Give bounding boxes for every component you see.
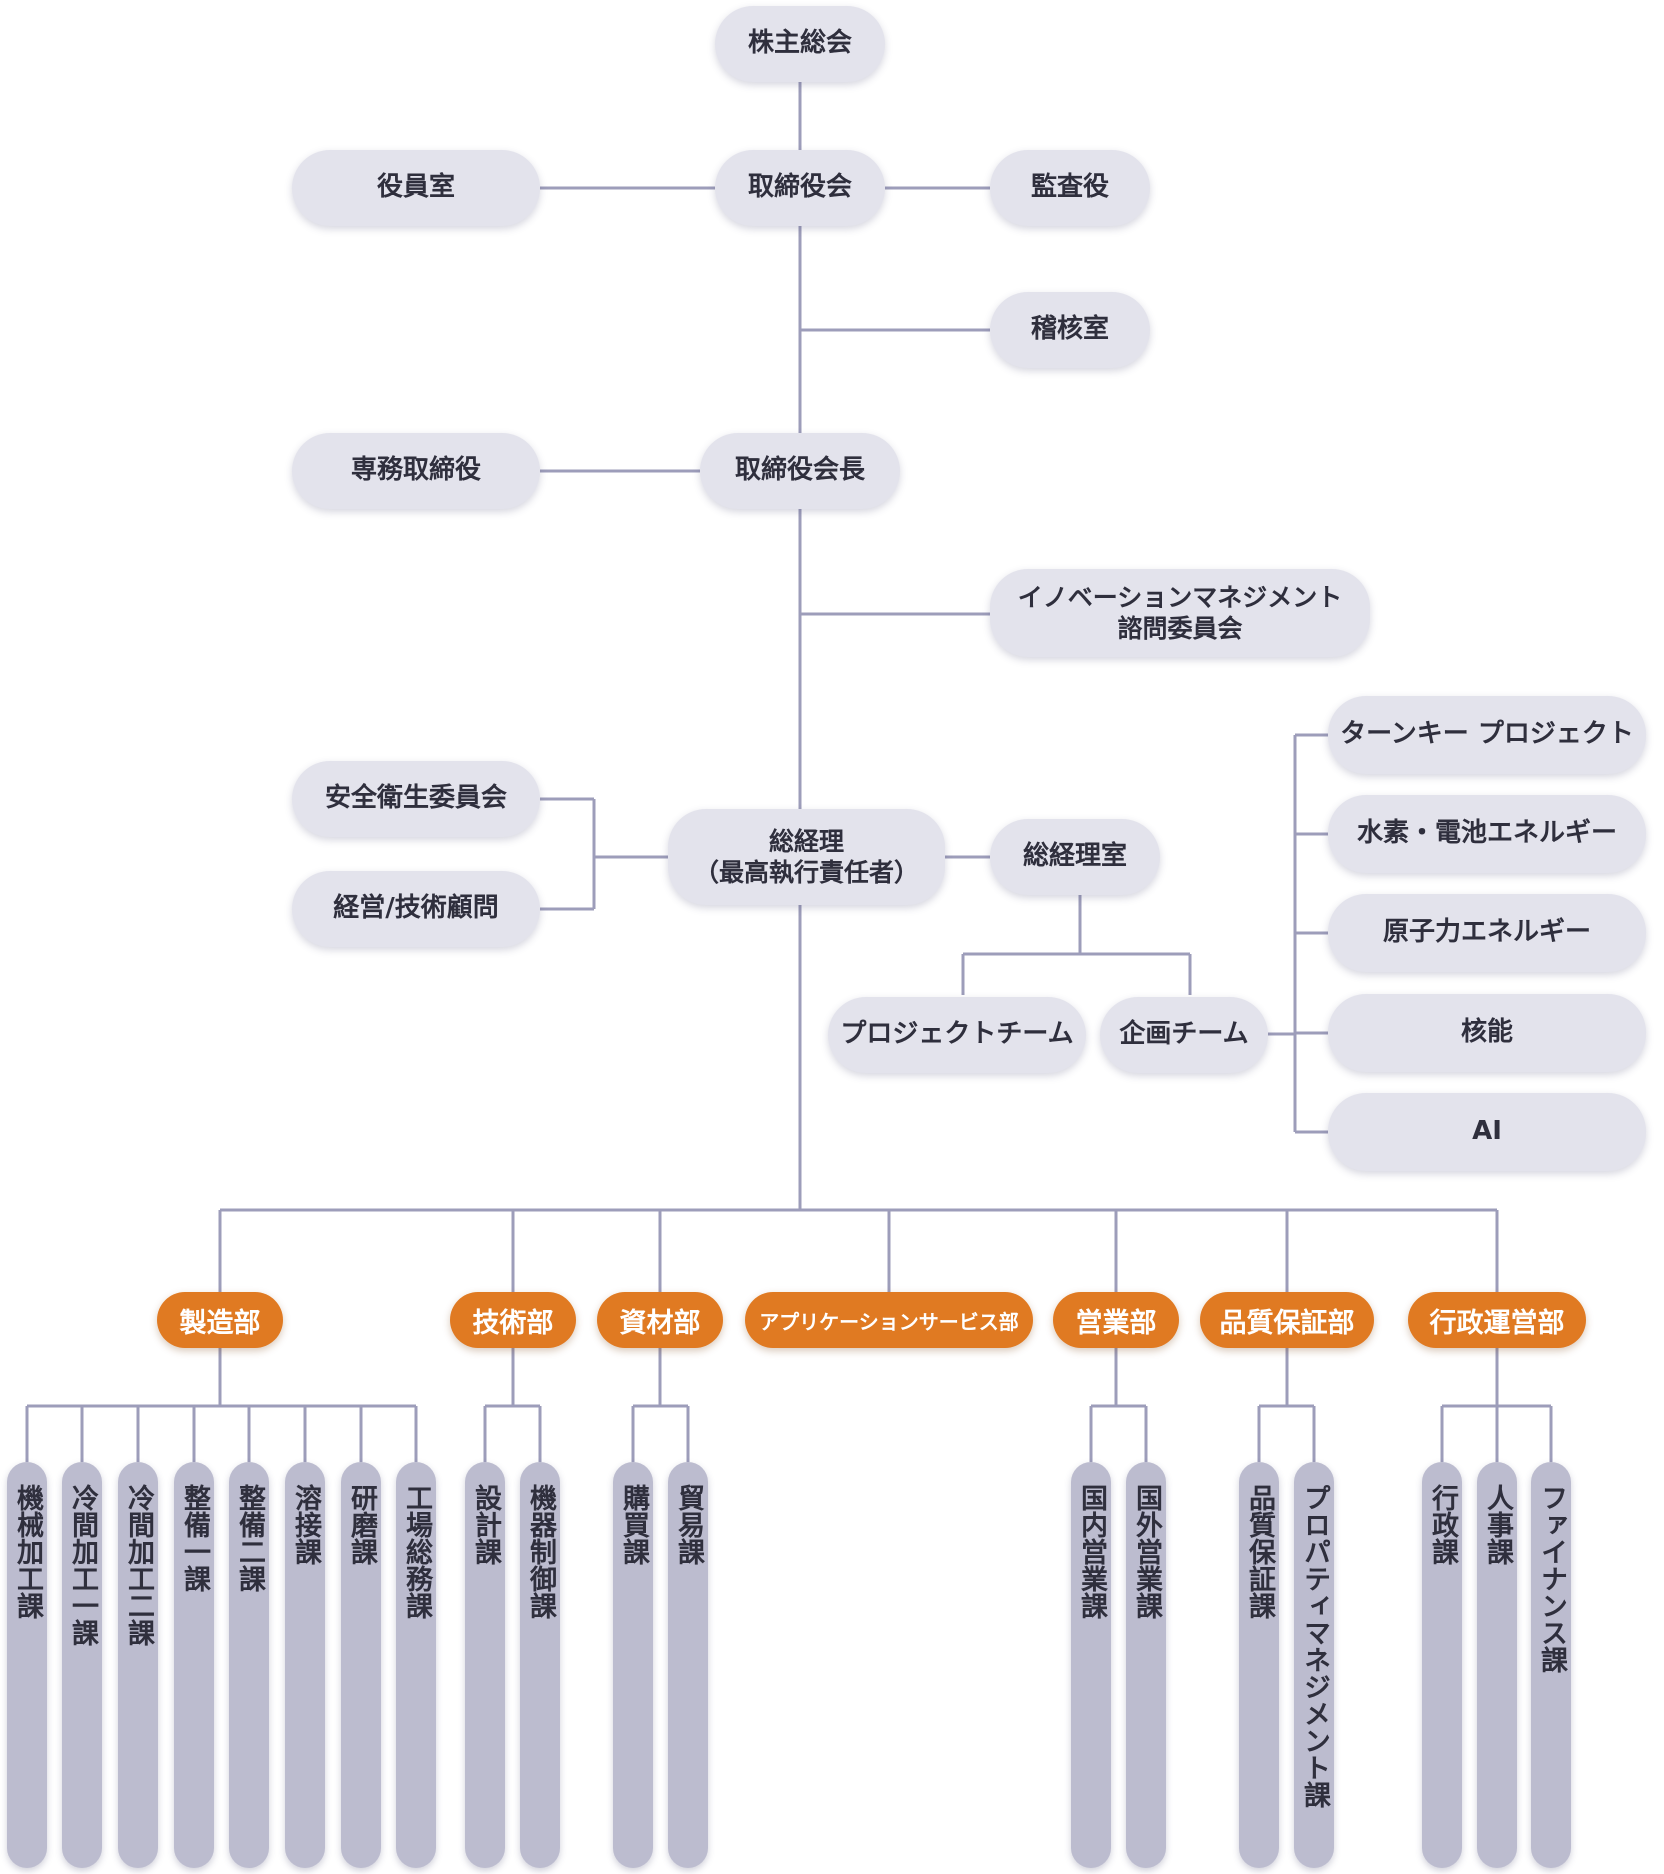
section-overseas-sales: 国外営業課 — [1126, 1462, 1166, 1868]
innovation-committee-node: イノベーションマネジメント 諮問委員会 — [990, 569, 1370, 657]
advisors-node: 経営/技術顧問 — [292, 871, 540, 947]
section-equipment-control: 機器制御課 — [520, 1462, 560, 1868]
sales-dept: 営業部 — [1053, 1292, 1179, 1348]
officers-office-node: 役員室 — [292, 150, 540, 226]
materials-dept: 資材部 — [597, 1292, 723, 1348]
ai-node: AI — [1328, 1093, 1646, 1171]
section-machining: 機械加工課 — [7, 1462, 47, 1868]
section-administration: 行政課 — [1422, 1462, 1462, 1868]
fusion-node: 核能 — [1328, 994, 1646, 1072]
ceo-office-node: 総経理室 — [990, 819, 1160, 895]
section-quality-assurance: 品質保証課 — [1239, 1462, 1279, 1868]
section-cold-work-2: 冷間加工二課 — [118, 1462, 158, 1868]
section-maintenance-2: 整備二課 — [229, 1462, 269, 1868]
administration-dept: 行政運営部 — [1408, 1292, 1586, 1348]
shareholders-meeting-node: 株主総会 — [715, 6, 885, 82]
safety-committee-node: 安全衛生委員会 — [292, 761, 540, 837]
section-purchasing: 購買課 — [613, 1462, 653, 1868]
section-finance: ファイナンス課 — [1531, 1462, 1571, 1868]
internal-audit-node: 稽核室 — [990, 292, 1150, 368]
section-cold-work-1: 冷間加工一課 — [62, 1462, 102, 1868]
board-of-directors-node: 取締役会 — [715, 150, 885, 226]
manufacturing-dept: 製造部 — [157, 1292, 283, 1348]
project-team-node: プロジェクトチーム — [828, 997, 1086, 1073]
section-maintenance-1: 整備一課 — [174, 1462, 214, 1868]
section-factory-affairs: 工場総務課 — [396, 1462, 436, 1868]
section-welding: 溶接課 — [285, 1462, 325, 1868]
turnkey-project-node: ターンキー プロジェクト — [1328, 696, 1646, 774]
ceo-node: 総経理 （最高執行責任者） — [668, 809, 945, 905]
section-polishing: 研磨課 — [341, 1462, 381, 1868]
chairman-node: 取締役会長 — [700, 433, 900, 509]
auditor-node: 監査役 — [990, 150, 1150, 226]
hydrogen-battery-node: 水素・電池エネルギー — [1328, 795, 1646, 873]
nuclear-energy-node: 原子力エネルギー — [1328, 894, 1646, 972]
quality-assurance-dept: 品質保証部 — [1200, 1292, 1374, 1348]
innovation-committee-line1: イノベーションマネジメント — [1017, 582, 1343, 612]
ceo-subtitle: （最高執行責任者） — [693, 858, 919, 887]
section-property-management: プロパティマネジメント課 — [1294, 1462, 1334, 1868]
application-service-dept: アプリケーションサービス部 — [745, 1292, 1033, 1348]
innovation-committee-line2: 諮問委員会 — [1117, 614, 1243, 643]
section-human-resources: 人事課 — [1477, 1462, 1517, 1868]
section-design: 設計課 — [465, 1462, 505, 1868]
ceo-title: 総経理 — [768, 826, 844, 856]
section-trade: 貿易課 — [668, 1462, 708, 1868]
managing-director-node: 専務取締役 — [292, 433, 540, 509]
planning-team-node: 企画チーム — [1100, 997, 1268, 1073]
engineering-dept: 技術部 — [450, 1292, 576, 1348]
section-domestic-sales: 国内営業課 — [1071, 1462, 1111, 1868]
